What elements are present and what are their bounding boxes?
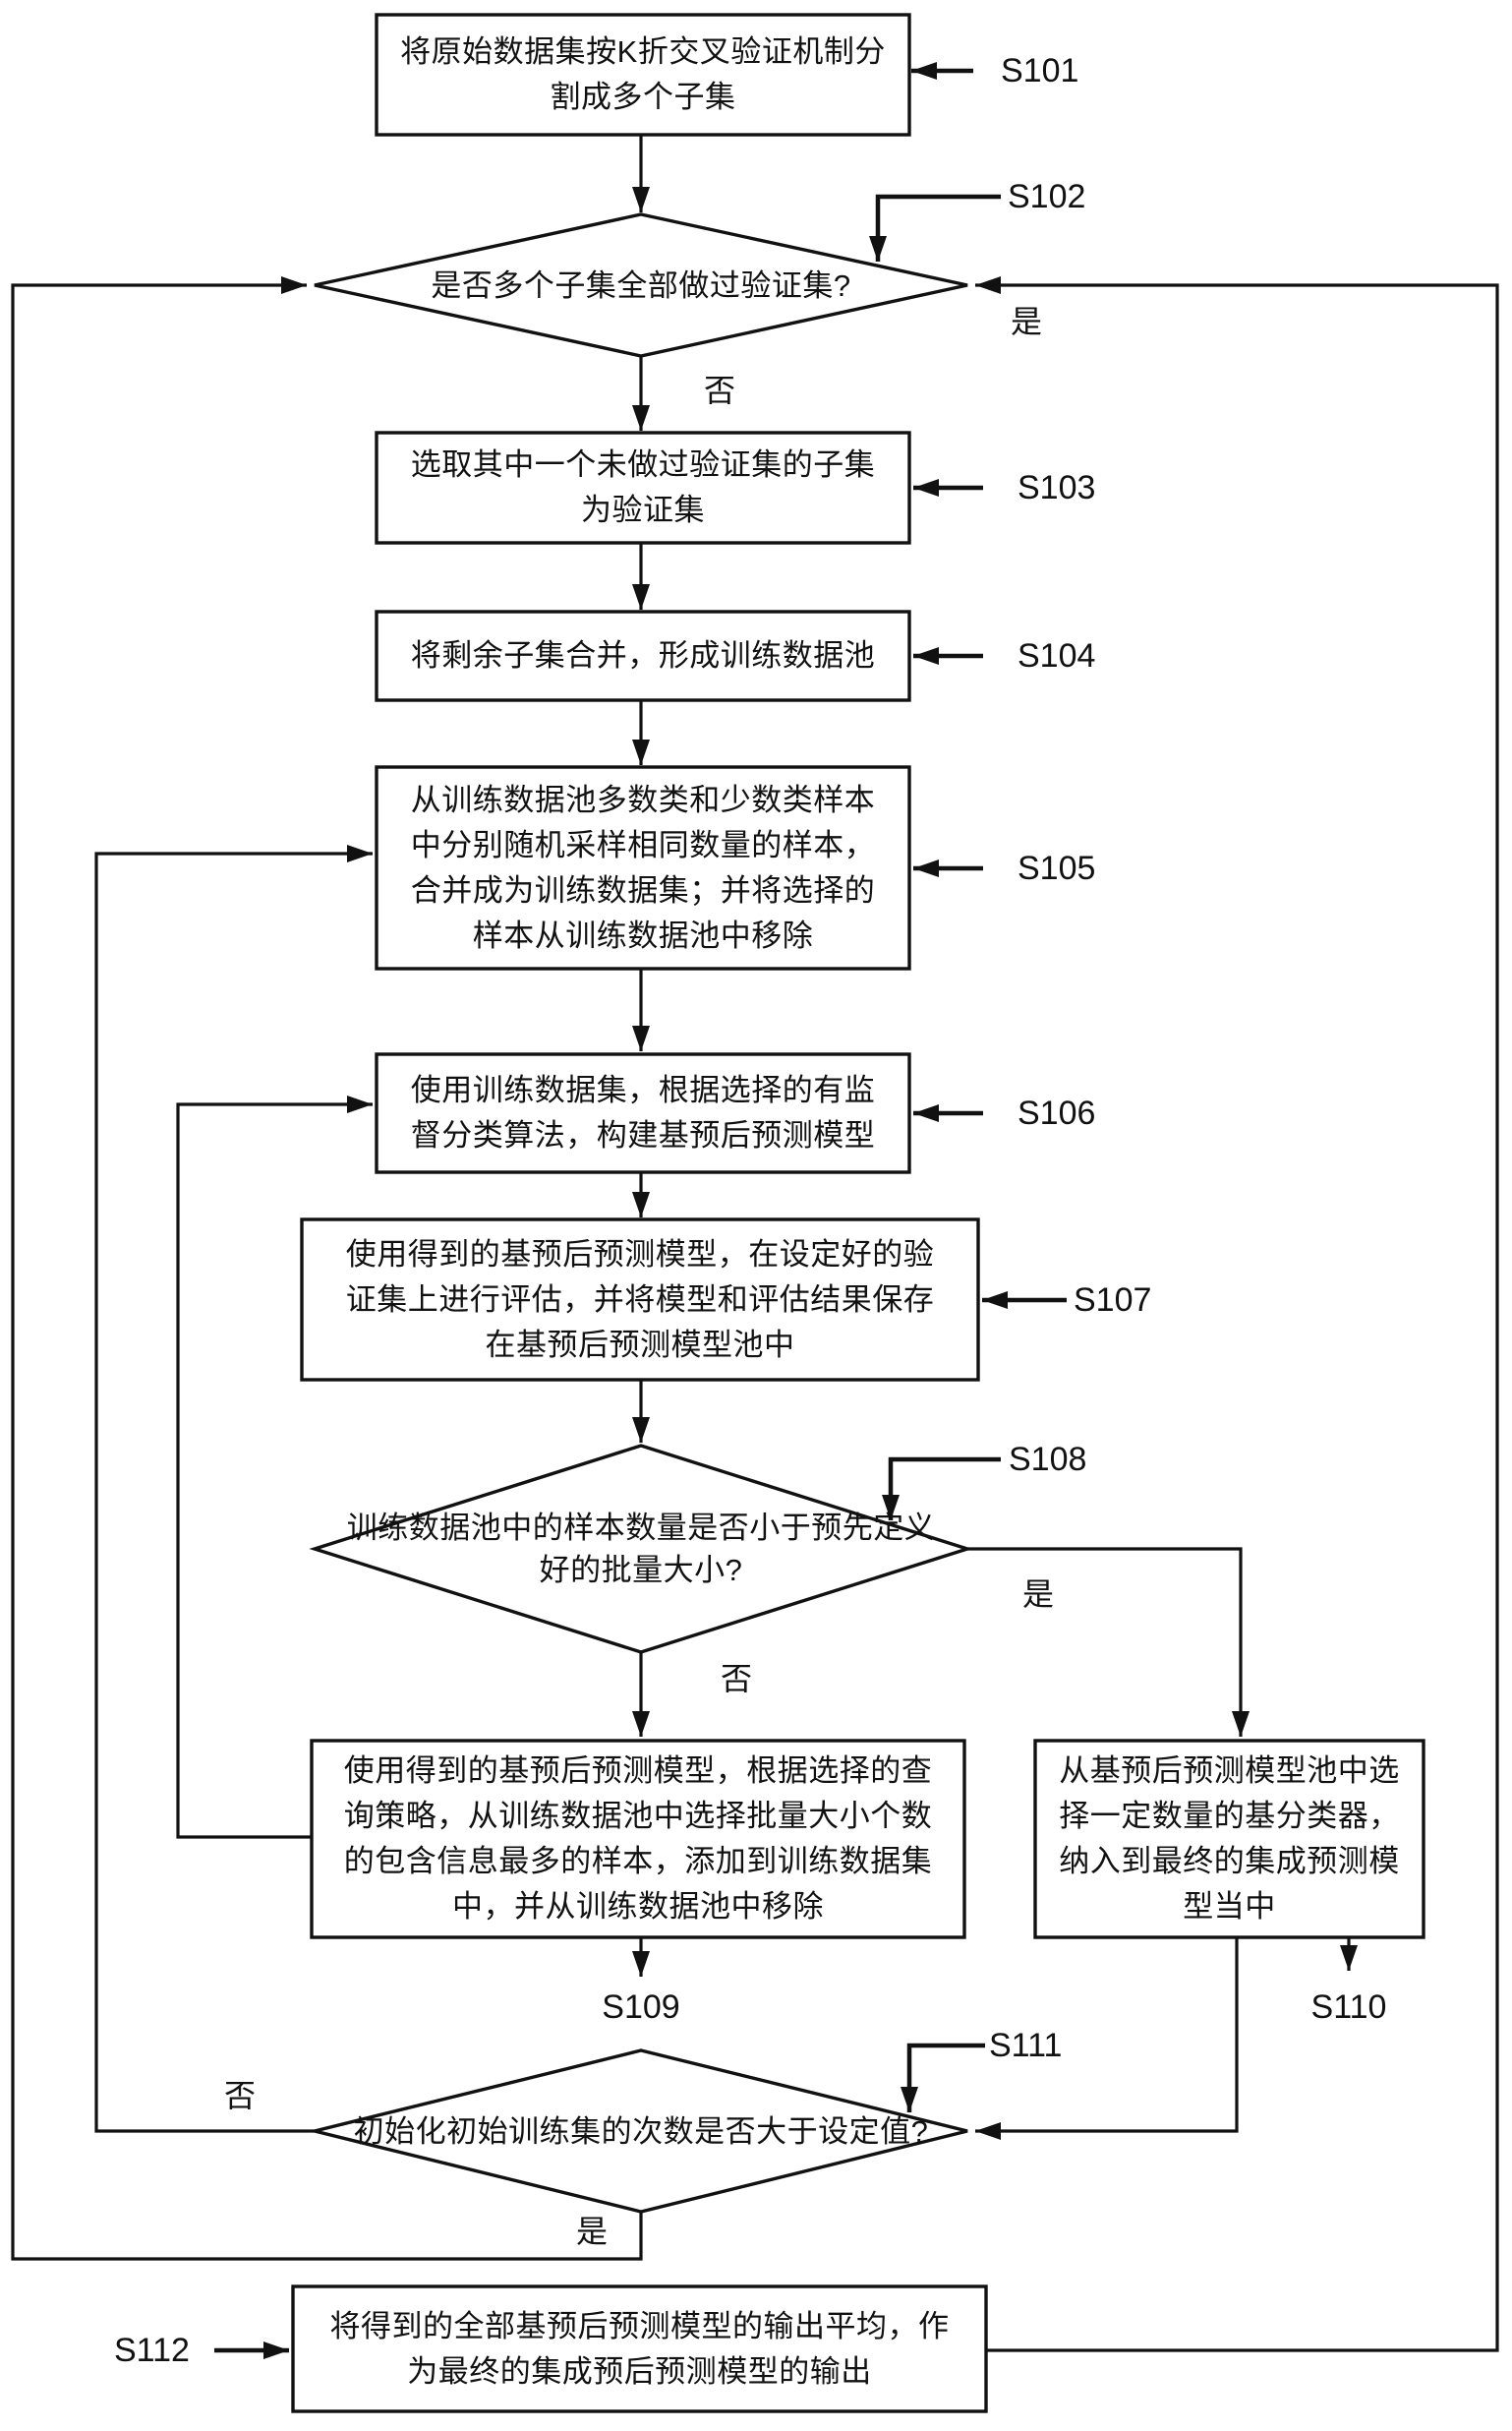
branch-label-s108-no: 否	[720, 1661, 752, 1696]
step-label-s108: S108	[1009, 1441, 1087, 1478]
process-box-s103	[375, 431, 911, 545]
step-label-s112: S112	[114, 2332, 190, 2369]
step-label-s105: S105	[1018, 850, 1096, 887]
decision-diamond-s108	[309, 1444, 973, 1654]
process-box-s112	[291, 2284, 988, 2413]
edge-s112-right-to-s102	[975, 276, 1499, 2352]
step-label-s111: S111	[989, 2027, 1063, 2064]
process-box-s104	[375, 610, 911, 702]
label-arrow-s102	[869, 194, 1001, 262]
process-box-s109	[310, 1739, 966, 1939]
step-label-s109: S109	[602, 1988, 680, 2026]
process-box-s101	[375, 13, 911, 137]
edge-s111-yes-to-s102	[11, 276, 643, 2261]
branch-label-s102-yes: 是	[1010, 304, 1042, 339]
process-box-s106	[375, 1052, 911, 1174]
step-text-s107: 使用得到的基预后预测模型，在设定好的验 证集上进行评估，并将模型和评估结果保存 …	[345, 1236, 935, 1362]
step-text-s104: 将剩余子集合并，形成训练数据池	[410, 638, 876, 673]
edge-s110-to-s111	[975, 1937, 1239, 2140]
step-text-s112: 将得到的全部基预后预测模型的输出平均，作 为最终的集成预后预测模型的输出	[329, 2308, 950, 2389]
step-text-s106: 使用训练数据集，根据选择的有监 督分类算法，构建基预后预测模型	[410, 1073, 876, 1153]
step-text-s110: 从基预后预测模型池中选 择一定数量的基分类器， 纳入到最终的集成预测模 型当中	[1059, 1753, 1400, 1924]
step-label-s110: S110	[1310, 1988, 1387, 2026]
step-text-s109: 使用得到的基预后预测模型，根据选择的查 询策略，从训练数据池中选择批量大小个数 …	[343, 1753, 933, 1924]
process-box-s105	[375, 765, 911, 971]
branch-label-s108-yes: 是	[1021, 1576, 1054, 1612]
process-box-s110	[1033, 1739, 1425, 1939]
branch-label-s111-yes: 是	[575, 2214, 608, 2249]
decision-diamond-s111	[314, 2048, 968, 2214]
decision-diamond-s102	[314, 212, 968, 358]
label-arrow-s108	[882, 1456, 1001, 1520]
step-text-s102: 是否多个子集全部做过验证集?	[431, 267, 851, 303]
step-text-s105: 从训练数据池多数类和少数类样本 中分别随机采样相同数量的样本， 合并成为训练数据…	[410, 782, 876, 953]
branch-label-s102-no: 否	[703, 373, 735, 408]
step-label-s103: S103	[1018, 469, 1096, 506]
edge-s108-yes-to-s110	[967, 1547, 1250, 1737]
step-label-s102: S102	[1008, 178, 1086, 215]
edge-s109-loop-to-s106	[176, 1096, 373, 1839]
process-box-s107	[300, 1217, 980, 1382]
step-text-s103: 选取其中一个未做过验证集的子集 为验证集	[410, 447, 876, 527]
step-label-s107: S107	[1074, 1281, 1152, 1319]
step-text-s101: 将原始数据集按K折交叉验证机制分 割成多个子集	[400, 34, 886, 114]
branch-label-s111-no: 否	[223, 2078, 256, 2113]
step-label-s106: S106	[1018, 1095, 1096, 1132]
step-text-s111: 初始化初始训练集的次数是否大于设定值?	[353, 2113, 929, 2149]
step-label-s104: S104	[1018, 637, 1096, 675]
label-arrow-s111	[901, 2043, 985, 2112]
edge-s111-no-to-s105	[94, 845, 373, 2133]
step-label-s101: S101	[1001, 52, 1079, 89]
step-text-s108: 训练数据池中的样本数量是否小于预先定义 好的批量大小?	[346, 1511, 936, 1587]
